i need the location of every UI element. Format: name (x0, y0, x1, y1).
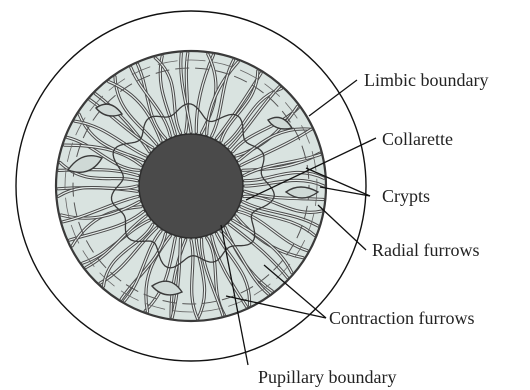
label-crypts: Crypts (382, 186, 430, 206)
pupil (139, 134, 243, 238)
label-contraction-furrows: Contraction furrows (329, 308, 474, 328)
label-limbic-boundary: Limbic boundary (364, 70, 488, 90)
label-collarette: Collarette (382, 129, 453, 149)
label-radial-furrows: Radial furrows (372, 240, 479, 260)
label-pupillary-boundary: Pupillary boundary (258, 367, 396, 387)
